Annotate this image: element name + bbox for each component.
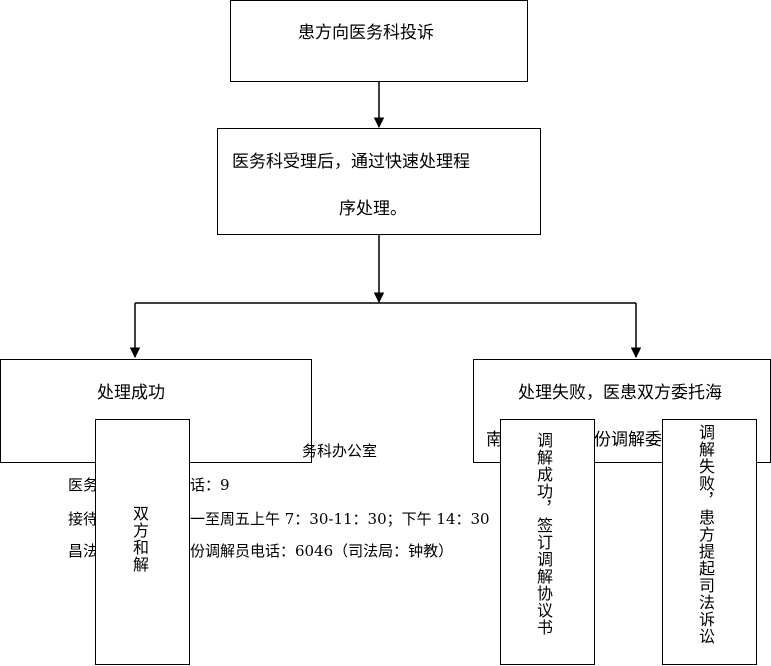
complaint-text: 患方向医务科投诉 <box>298 23 434 43</box>
failure-text-line1: 处理失败，医患双方委托海 <box>518 383 722 403</box>
mutual-settlement-box <box>95 419 190 665</box>
mediation-success-text: 调解成功，签订调解协议书 <box>534 432 553 636</box>
office-text: 务科办公室 <box>302 442 378 460</box>
info-line2-head: 接待 <box>68 510 99 528</box>
mediation-failure-box <box>662 419 757 665</box>
accept-text-line2: 序处理。 <box>339 199 407 219</box>
info-line2-tail: 一至周五上午 7：30-11：30；下午 14：30 <box>190 510 490 528</box>
mediation-success-box <box>500 419 595 665</box>
info-line1-head: 医务 <box>68 476 99 494</box>
mutual-settlement-text: 双方和解 <box>130 505 149 573</box>
success-text: 处理成功 <box>97 383 165 403</box>
info-line3-head: 昌法 <box>68 542 99 560</box>
complaint-box <box>230 0 528 82</box>
accept-box <box>217 128 541 235</box>
failure-text-line2: 南 <box>486 430 503 450</box>
failure-text-line2-tail: 份调解委 <box>594 430 662 450</box>
info-line1-tail: 话：9 <box>190 476 230 494</box>
mediation-failure-text: 调解失败，患方提起司法诉讼 <box>696 424 715 645</box>
info-line3-tail: 份调解员电话：6046（司法局：钟教） <box>190 542 454 560</box>
accept-text-line1: 医务科受理后，通过快速处理程 <box>232 152 470 172</box>
